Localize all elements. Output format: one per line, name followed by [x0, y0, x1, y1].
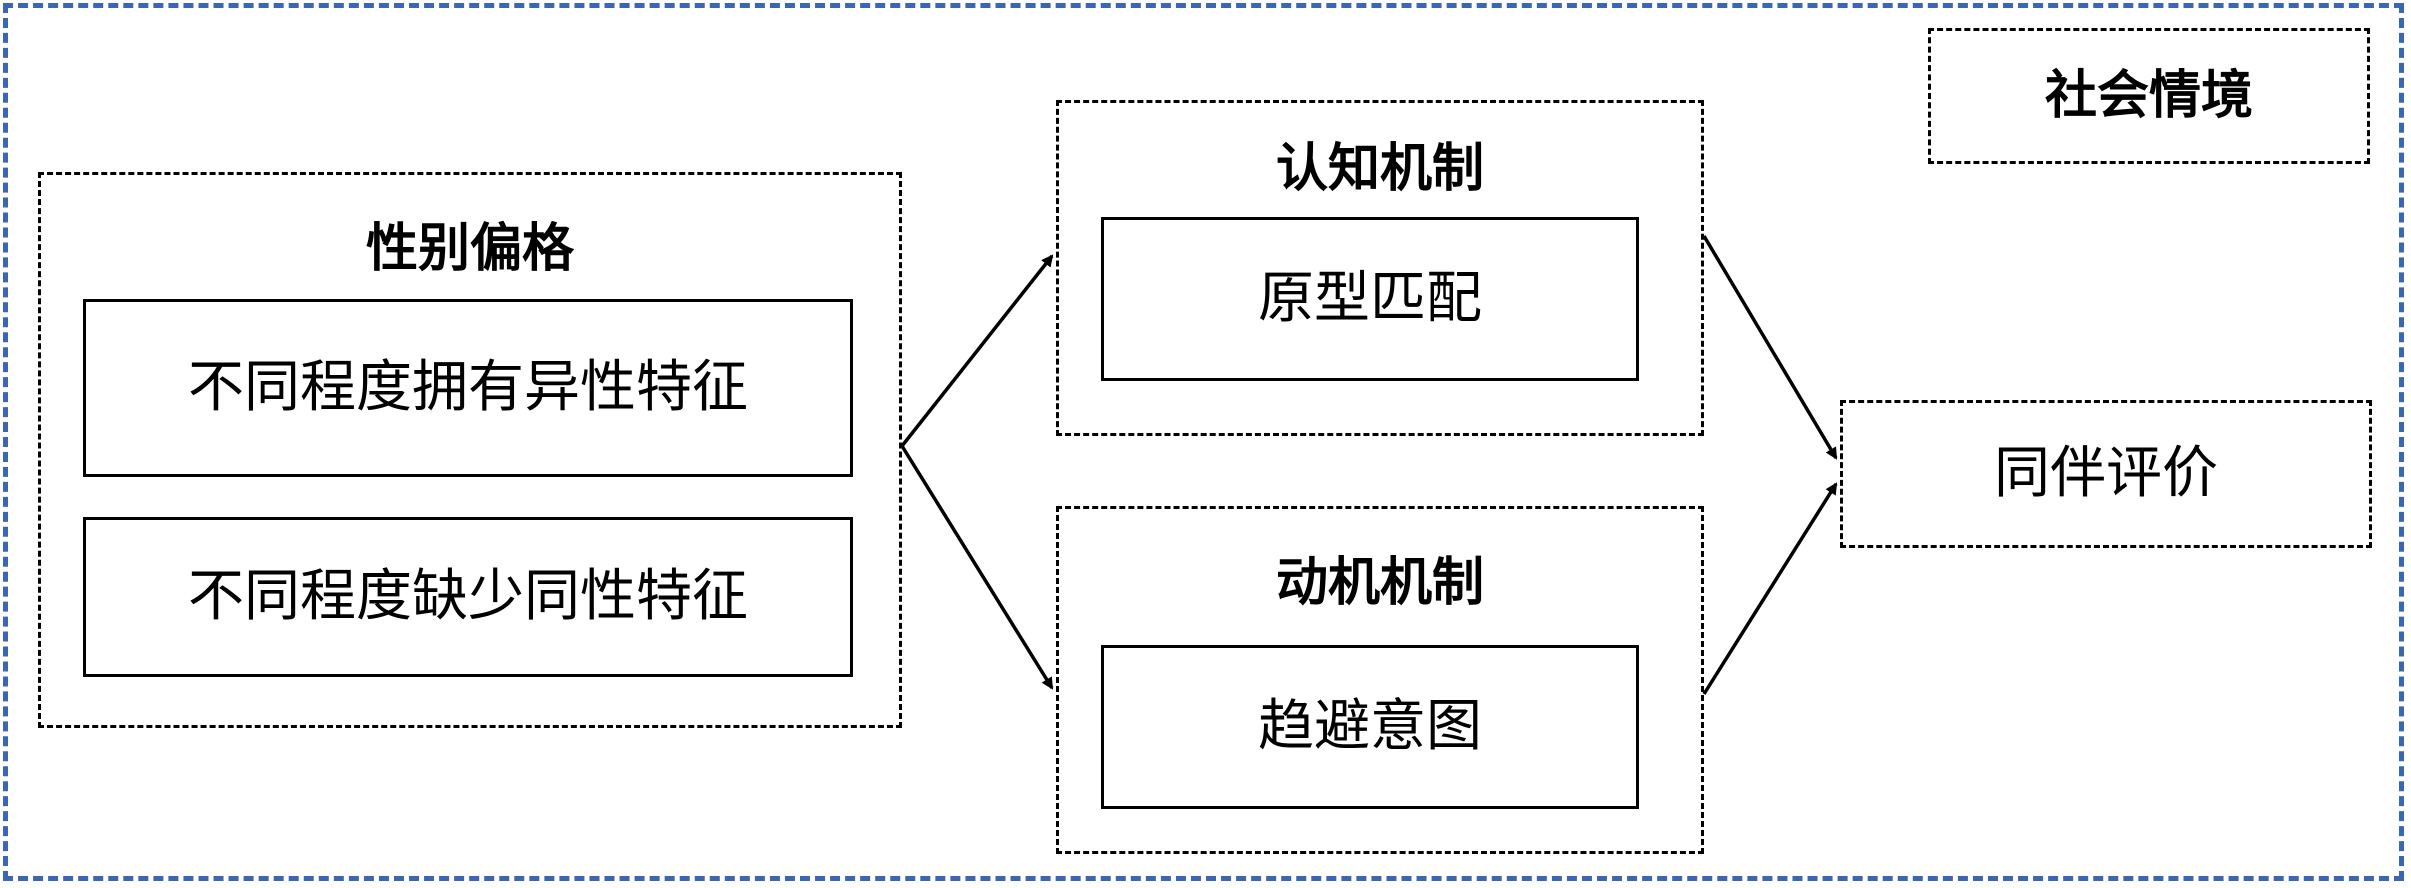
social-context-frame: [3, 3, 2404, 881]
prototype-matching-label: 原型匹配: [1258, 266, 1482, 331]
motivational-mechanism-group: 动机机制 趋避意图: [1056, 506, 1704, 854]
arrow-cognitive-to-peer: [1702, 235, 1838, 460]
prototype-matching-box: 原型匹配: [1101, 217, 1639, 381]
social-context-box: 社会情境: [1928, 28, 2370, 164]
peer-evaluation-box: 同伴评价: [1840, 400, 2372, 548]
gender-bias-item-lacking-same-traits: 不同程度缺少同性特征: [83, 517, 853, 677]
gender-bias-item-label: 不同程度拥有异性特征: [188, 355, 748, 420]
gender-bias-group: 性别偏格 不同程度拥有异性特征 不同程度缺少同性特征: [38, 172, 902, 728]
approach-avoidance-box: 趋避意图: [1101, 645, 1639, 809]
gender-bias-title: 性别偏格: [365, 219, 574, 279]
arrow-motivational-to-peer: [1702, 482, 1838, 695]
gender-bias-item-label: 不同程度缺少同性特征: [188, 564, 748, 629]
social-context-label: 社会情境: [2044, 66, 2253, 126]
peer-evaluation-label: 同伴评价: [1994, 441, 2218, 506]
motivational-mechanism-title: 动机机制: [1275, 553, 1484, 613]
cognitive-mechanism-title: 认知机制: [1275, 139, 1484, 199]
arrow-bias-to-cognitive: [900, 254, 1054, 448]
approach-avoidance-label: 趋避意图: [1258, 694, 1482, 759]
cognitive-mechanism-group: 认知机制 原型匹配: [1056, 100, 1704, 436]
gender-bias-item-opposite-traits: 不同程度拥有异性特征: [83, 299, 853, 477]
arrow-bias-to-motivational: [900, 445, 1054, 690]
